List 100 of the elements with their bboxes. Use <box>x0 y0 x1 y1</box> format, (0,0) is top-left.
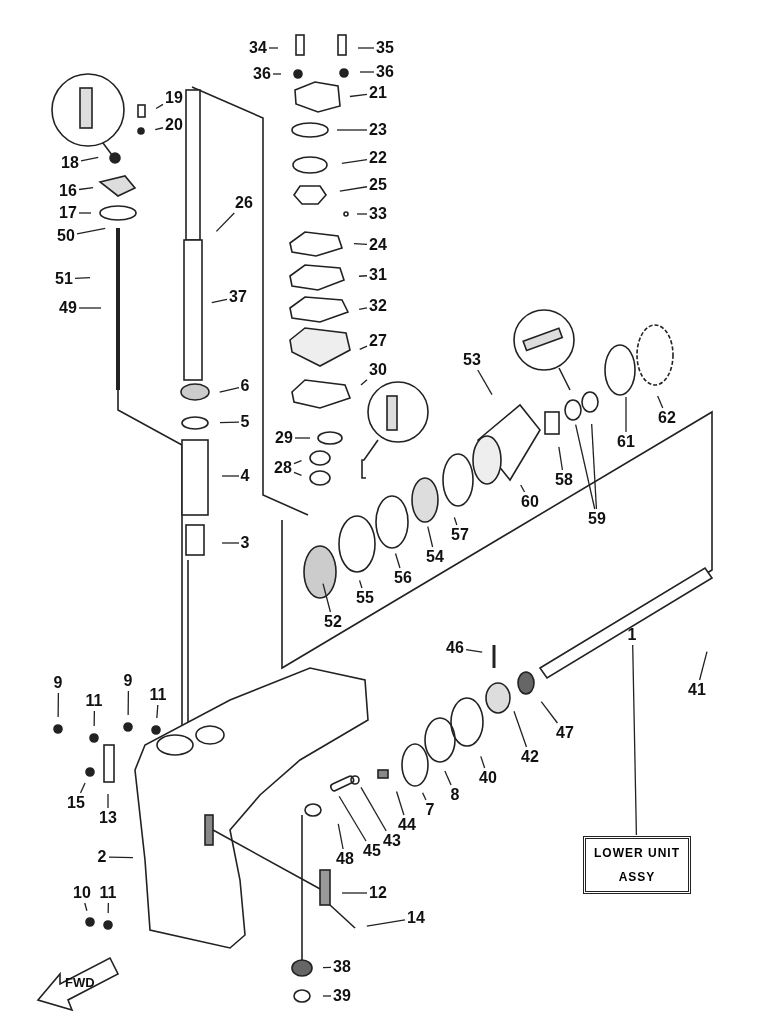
leader-line <box>293 460 303 465</box>
leader-line <box>341 158 368 164</box>
callout-number: 46 <box>445 639 465 657</box>
callout-number: 53 <box>462 351 482 369</box>
leader-line <box>221 542 240 544</box>
callout-number: 41 <box>687 681 707 699</box>
leader-line <box>336 129 368 131</box>
callout-number: 30 <box>368 361 388 379</box>
leader-line <box>156 704 159 719</box>
leader-line <box>591 423 598 510</box>
callout-number: 14 <box>406 909 426 927</box>
callout-number: 37 <box>228 288 248 306</box>
leader-line <box>625 396 627 433</box>
callout-number: 31 <box>368 266 388 284</box>
leader-line <box>108 856 134 859</box>
callout-number: 11 <box>84 692 104 710</box>
leader-line <box>575 424 596 510</box>
callout-number: 26 <box>234 194 254 212</box>
callout-number: 29 <box>274 429 294 447</box>
callout-number: 11 <box>148 686 168 704</box>
callout-number: 45 <box>362 842 382 860</box>
callout-number: 42 <box>520 748 540 766</box>
leader-line <box>84 902 88 912</box>
leader-line <box>357 47 375 49</box>
leader-line <box>221 475 240 477</box>
leader-line <box>322 582 332 613</box>
callout-number: 51 <box>54 270 74 288</box>
callout-number: 9 <box>122 672 134 690</box>
leader-line <box>78 212 92 214</box>
callout-number: 34 <box>248 39 268 57</box>
leader-line <box>219 386 240 393</box>
callout-number: 54 <box>425 548 445 566</box>
callout-number: 1 <box>626 626 638 644</box>
leader-line <box>294 437 311 439</box>
callout-number: 27 <box>368 332 388 350</box>
leader-line <box>632 644 638 836</box>
leader-line <box>358 307 368 310</box>
callout-number: 6 <box>239 377 251 395</box>
leader-line <box>427 526 434 548</box>
leader-line <box>359 71 375 73</box>
callout-number: 39 <box>332 987 352 1005</box>
leader-line <box>359 345 368 351</box>
callout-number: 48 <box>335 850 355 868</box>
callout-number: 7 <box>424 801 436 819</box>
leader-line <box>219 421 240 424</box>
leader-line <box>337 823 344 850</box>
callout-number: 5 <box>239 413 251 431</box>
callout-number: 60 <box>520 493 540 511</box>
leader-line <box>57 692 60 718</box>
leader-line <box>154 127 164 131</box>
assembly-name-label: LOWER UNIT ASSY <box>583 836 691 894</box>
leader-line <box>341 892 368 894</box>
leader-line <box>268 47 279 49</box>
leader-line <box>211 298 228 304</box>
callout-number: 32 <box>368 297 388 315</box>
leader-line <box>540 700 559 724</box>
callout-number: 62 <box>657 409 677 427</box>
leader-line <box>394 552 401 569</box>
callout-number: 50 <box>56 227 76 245</box>
callout-number: 28 <box>273 459 293 477</box>
callout-number: 3 <box>239 534 251 552</box>
leader-line <box>215 212 235 233</box>
callout-number: 55 <box>355 589 375 607</box>
callout-number: 4 <box>239 467 251 485</box>
callout-number: 2 <box>96 848 108 866</box>
callout-number: 9 <box>52 674 64 692</box>
callout-number: 59 <box>587 510 607 528</box>
callout-number: 13 <box>98 809 118 827</box>
leader-line <box>78 307 102 309</box>
leader-line <box>395 790 405 816</box>
leader-line <box>360 379 368 386</box>
leader-line <box>477 369 493 396</box>
callout-number: 22 <box>368 149 388 167</box>
leader-line <box>453 516 458 526</box>
leader-line <box>322 995 332 997</box>
callout-number: 11 <box>98 884 118 902</box>
callout-number: 10 <box>72 884 92 902</box>
leader-line <box>358 579 363 589</box>
callout-number: 12 <box>368 884 388 902</box>
callout-number: 33 <box>368 205 388 223</box>
leader-line <box>76 227 106 235</box>
callout-number: 43 <box>382 832 402 850</box>
callout-number: 19 <box>164 89 184 107</box>
direction-label: FWD <box>65 976 95 990</box>
callout-number: 58 <box>554 471 574 489</box>
leader-line <box>513 710 528 748</box>
callout-number: 47 <box>555 724 575 742</box>
leader-line <box>480 755 486 769</box>
leader-line <box>322 966 332 969</box>
leader-line <box>74 277 91 280</box>
leader-line <box>360 786 387 832</box>
leader-line <box>127 690 130 716</box>
callout-number: 44 <box>397 816 417 834</box>
leader-line <box>444 770 452 786</box>
callout-number: 40 <box>478 769 498 787</box>
leader-line <box>155 103 164 110</box>
leader-line <box>366 919 406 927</box>
leader-line <box>520 484 526 493</box>
callout-number: 8 <box>449 786 461 804</box>
callout-number: 20 <box>164 116 184 134</box>
